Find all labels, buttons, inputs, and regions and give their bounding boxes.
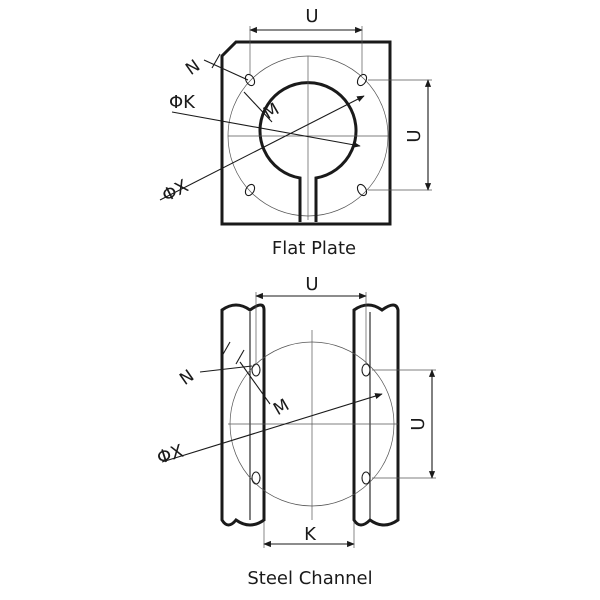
left-channel — [220, 303, 266, 527]
u-top-label: U — [305, 6, 318, 27]
n-tick — [211, 53, 221, 69]
m-label: M — [260, 99, 283, 124]
flat-plate-diagram: U U N ΦK M ΦX Flat Plate — [159, 6, 432, 259]
right-channel — [352, 303, 400, 527]
bolt-hole-tr — [356, 73, 368, 87]
u-right-label: U — [404, 129, 425, 142]
flat-plate-outline — [220, 40, 392, 226]
bolt-hole-br — [356, 183, 368, 197]
ch-bolt-hole-tl — [251, 363, 261, 377]
flat-plate-caption: Flat Plate — [272, 238, 356, 259]
ch-u-right-label: U — [408, 417, 429, 430]
ch-k-label: K — [304, 524, 317, 545]
x-leader — [159, 95, 365, 201]
ch-n-leader — [199, 365, 253, 373]
n-label: N — [182, 56, 204, 80]
steel-channel-caption: Steel Channel — [247, 568, 372, 589]
m-leader — [243, 91, 273, 123]
ch-x-label: ΦX — [154, 441, 186, 469]
k-leader — [171, 111, 361, 148]
ch-x-leader — [161, 393, 383, 463]
ch-bolt-hole-bl — [251, 471, 261, 485]
ch-n-label: N — [176, 366, 198, 390]
ch-m-label: M — [270, 395, 293, 420]
ch-bolt-hole-br — [361, 471, 371, 485]
bolt-hole-bl — [244, 183, 256, 197]
ch-n-tick-b — [235, 349, 245, 365]
k-label: ΦK — [169, 92, 196, 113]
ch-n-tick-a — [221, 341, 231, 357]
ch-bolt-hole-tr — [361, 363, 371, 377]
ch-u-top-label: U — [305, 274, 318, 295]
ch-m-leader — [239, 361, 271, 405]
x-label: ΦX — [159, 176, 192, 207]
n-leader — [203, 59, 249, 81]
bolt-hole-tl — [244, 73, 256, 87]
steel-channel-diagram: U U N M ΦX K Steel Channel — [154, 274, 436, 589]
